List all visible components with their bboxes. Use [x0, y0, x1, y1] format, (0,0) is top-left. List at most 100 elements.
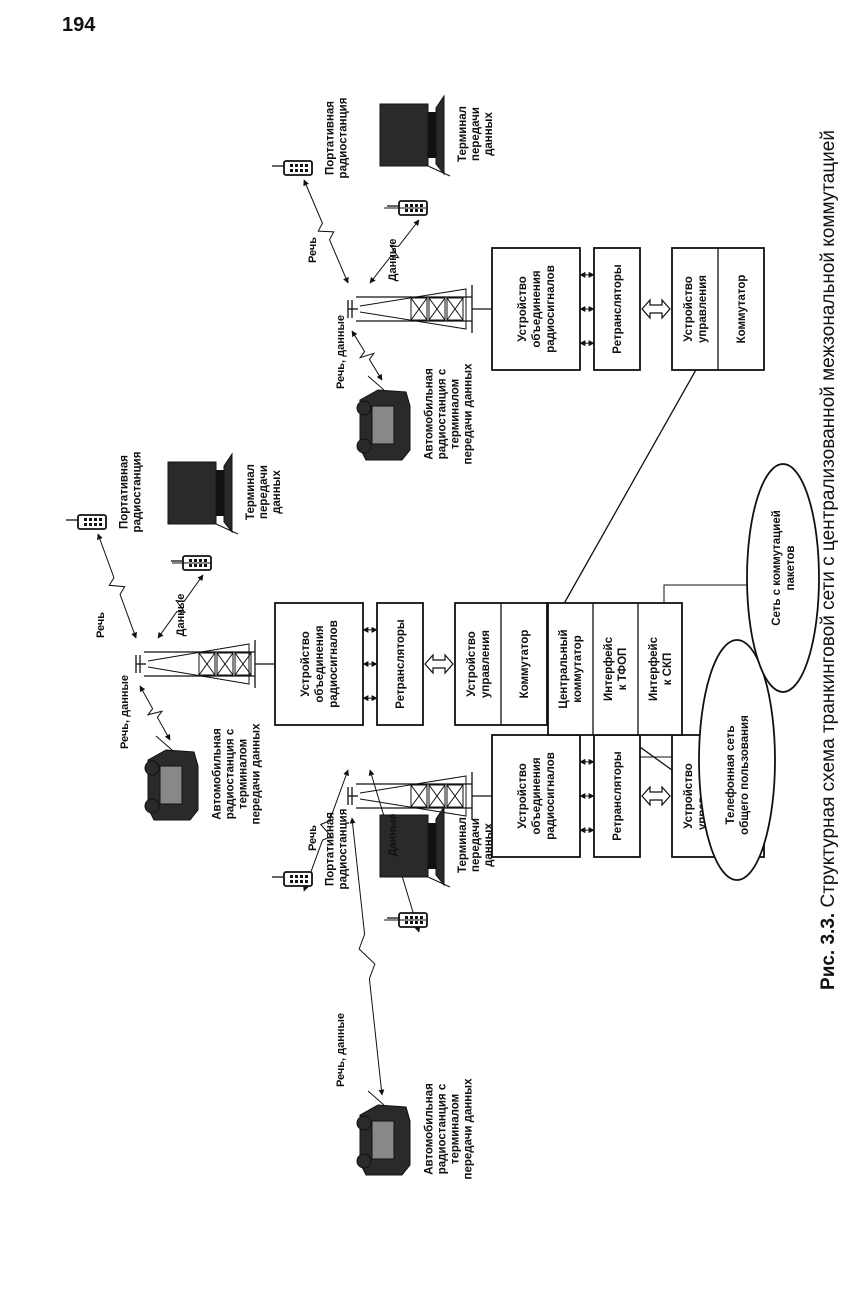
data-label: Данные: [175, 594, 187, 637]
speech-data-label-line: Речь, данные: [119, 675, 131, 749]
speech-data-label: Речь, данные: [335, 315, 347, 389]
control-label-line: управления: [697, 275, 709, 343]
speech-data-radio-link: [351, 330, 383, 381]
vehicle-icon: [144, 735, 199, 821]
psn-label-line: Сеть с коммутацией: [771, 510, 783, 626]
data-label-line: Данные: [387, 239, 399, 282]
caption-prefix: Рис. 3.3.: [818, 913, 839, 990]
combiner-label-line: радиосигналов: [328, 620, 340, 708]
data-label: Данные: [387, 239, 399, 282]
vehicle-label-line: передачи данных: [463, 363, 475, 465]
speech-data-label: Речь, данные: [119, 675, 131, 749]
vehicle-icon: [356, 1090, 411, 1176]
vehicle-label-line: Автомобильная: [424, 368, 436, 460]
portable-radio-label-line: Портативная: [119, 455, 131, 529]
page-number: 194: [62, 14, 96, 36]
data-terminal-label-line: передачи: [470, 107, 482, 161]
repeaters-block: [593, 247, 641, 371]
portable-radio-label-line: Портативная: [325, 812, 337, 886]
speech-label: Речь: [307, 825, 319, 851]
data-terminal-label-line: Терминал: [457, 106, 469, 162]
speech-label-line: Речь: [95, 612, 107, 638]
speech-radio-link: [97, 533, 137, 639]
repeaters-label-line: Ретрансляторы: [612, 751, 624, 841]
central-switch-block: [547, 602, 683, 736]
speech-label: Речь: [307, 237, 319, 263]
control-label-line: Устройство: [683, 276, 695, 342]
combiner-block: [274, 602, 364, 726]
psn-label-line: пакетов: [785, 546, 797, 591]
portable-radio-icon: [272, 160, 313, 176]
central-switch-label-line: Центральный: [558, 629, 570, 708]
repeaters-label-line: Ретрансляторы: [612, 264, 624, 354]
antenna-tower-icon: [347, 772, 473, 820]
combiner-label-line: Устройство: [517, 276, 529, 342]
figure-caption: Рис. 3.3. Структурная схема транкинговой…: [818, 130, 839, 990]
control-bus-arrow: [641, 298, 671, 320]
data-label-line: Данные: [175, 594, 187, 637]
data-terminal-label-line: данных: [483, 822, 495, 866]
psn-interface-label-line: Интерфейс: [648, 636, 660, 701]
control-label-line: управления: [480, 630, 492, 698]
data-terminal-icon: [167, 452, 239, 535]
data-terminal-label-line: данных: [271, 469, 283, 513]
vehicle-label-line: Автомобильная: [212, 728, 224, 820]
combiner-label-line: Устройство: [300, 631, 312, 697]
speech-data-label-line: Речь, данные: [335, 1013, 347, 1087]
speech-label: Речь: [95, 612, 107, 638]
pstn-label-line: общего пользования: [739, 715, 751, 835]
data-terminal-icon: [379, 805, 451, 888]
pstn-label-line: Телефонная сеть: [725, 726, 737, 825]
switch-label-line: Коммутатор: [736, 275, 748, 344]
speech-data-label-line: Речь, данные: [335, 315, 347, 389]
data-terminal-label-line: Терминал: [245, 464, 257, 520]
speech-radio-link: [303, 179, 349, 284]
combiner-label-line: радиосигналов: [545, 265, 557, 353]
data-terminal-label-line: передачи: [470, 818, 482, 872]
speech-data-radio-link: [139, 685, 171, 741]
data-terminal-icon: [379, 94, 451, 177]
vehicle-label-line: терминалом: [450, 1094, 462, 1164]
svg-text:Рис. 3.3. Структурная схема тр: Рис. 3.3. Структурная схема транкинговой…: [818, 130, 839, 990]
vehicle-label-line: радиостанция с: [225, 728, 237, 819]
data-label: Данные: [387, 814, 399, 857]
vehicle-label-line: передачи данных: [463, 1078, 475, 1180]
caption-text: Структурная схема транкинговой сети с це…: [818, 130, 839, 908]
vehicle-label-line: передачи данных: [251, 723, 263, 825]
data-radio-link: [369, 219, 420, 284]
speech-data-radio-link: [349, 817, 385, 1096]
data-terminal-label-line: Терминал: [457, 817, 469, 873]
portable-radio-label-line: радиостанция: [338, 98, 350, 179]
portable-radio-label-line: радиостанция: [338, 809, 350, 890]
speech-label-line: Речь: [307, 825, 319, 851]
data-radio-link: [157, 574, 204, 639]
data-terminal-label-line: данных: [483, 111, 495, 155]
vehicle-label-line: радиостанция с: [437, 1083, 449, 1174]
vehicle-label-line: терминалом: [450, 379, 462, 449]
speech-data-label: Речь, данные: [335, 1013, 347, 1087]
central-switch-label-line: коммутатор: [572, 635, 584, 702]
speech-radio-link: [303, 769, 349, 892]
combiner-label-line: радиосигналов: [545, 752, 557, 840]
vehicle-label-line: Автомобильная: [424, 1083, 436, 1175]
combiner-label-line: Устройство: [517, 763, 529, 829]
combiner-label-line: объединения: [314, 625, 326, 702]
control-label-line: Устройство: [683, 763, 695, 829]
